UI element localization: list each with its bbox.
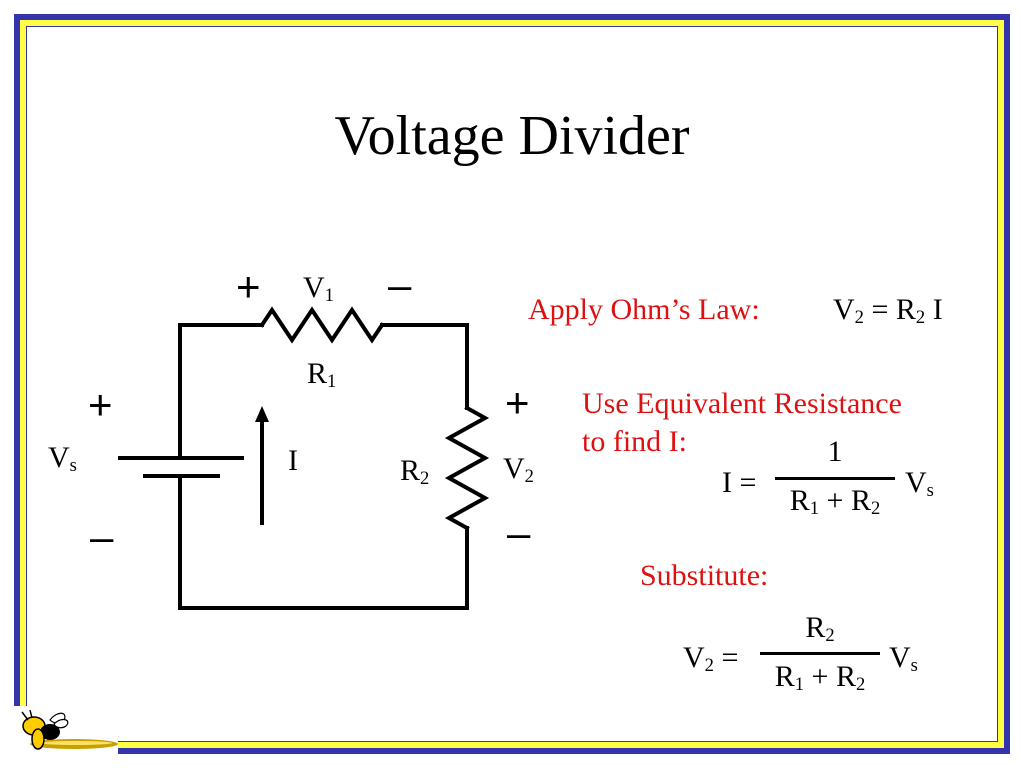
current-label: I: [288, 444, 298, 477]
v2-eq-lhs: V2 =: [683, 641, 739, 677]
slide-border-outer: [14, 14, 1010, 754]
equiv-resistance-line1: Use Equivalent Resistance: [582, 387, 902, 420]
r2-label: R2: [400, 454, 430, 490]
substitute-label: Substitute:: [640, 559, 769, 592]
v2-minus-sign: –: [507, 509, 531, 556]
wire-top-left: [178, 323, 264, 457]
ohms-law-equation: V2 = R2 I: [833, 293, 943, 329]
ohms-law-label: Apply Ohm’s Law:: [528, 293, 760, 326]
v1-label: V1: [303, 271, 334, 307]
v1-minus-sign: –: [388, 261, 412, 308]
i-eq-lhs: I =: [722, 466, 757, 499]
current-arrow-head: [255, 406, 269, 422]
v2-eq-vs: Vs: [889, 641, 918, 677]
slide-border-middle: [20, 20, 1004, 748]
vs-label: Vs: [48, 441, 77, 477]
resistor-r1-zigzag: [259, 306, 385, 344]
i-eq-fraction-bar: [775, 477, 895, 480]
vs-minus-sign: –: [90, 513, 114, 560]
i-eq-vs: Vs: [905, 466, 934, 502]
slide-border-inner: [26, 26, 998, 742]
bee-logo-icon: [21, 709, 118, 750]
i-eq-denominator: R1 + R2: [789, 484, 881, 520]
v2-eq-denominator: R1 + R2: [774, 660, 866, 696]
v2-plus-sign: +: [505, 379, 530, 426]
r1-label: R1: [307, 357, 337, 393]
wire-top-right: [380, 323, 469, 410]
resistor-r2-zigzag: [444, 405, 490, 531]
v2-eq-fraction-bar: [760, 652, 880, 655]
v2-eq-numerator: R2: [805, 611, 835, 647]
slide-title: Voltage Divider: [334, 105, 690, 167]
i-eq-numerator: 1: [827, 435, 843, 468]
equiv-resistance-line2: to find I:: [582, 425, 687, 458]
yellow-jacket-logo: [14, 706, 118, 760]
v1-plus-sign: +: [236, 263, 261, 310]
v2-label: V2: [503, 452, 534, 488]
vs-plus-sign: +: [88, 381, 113, 428]
wire-right-bottom: [178, 476, 469, 610]
